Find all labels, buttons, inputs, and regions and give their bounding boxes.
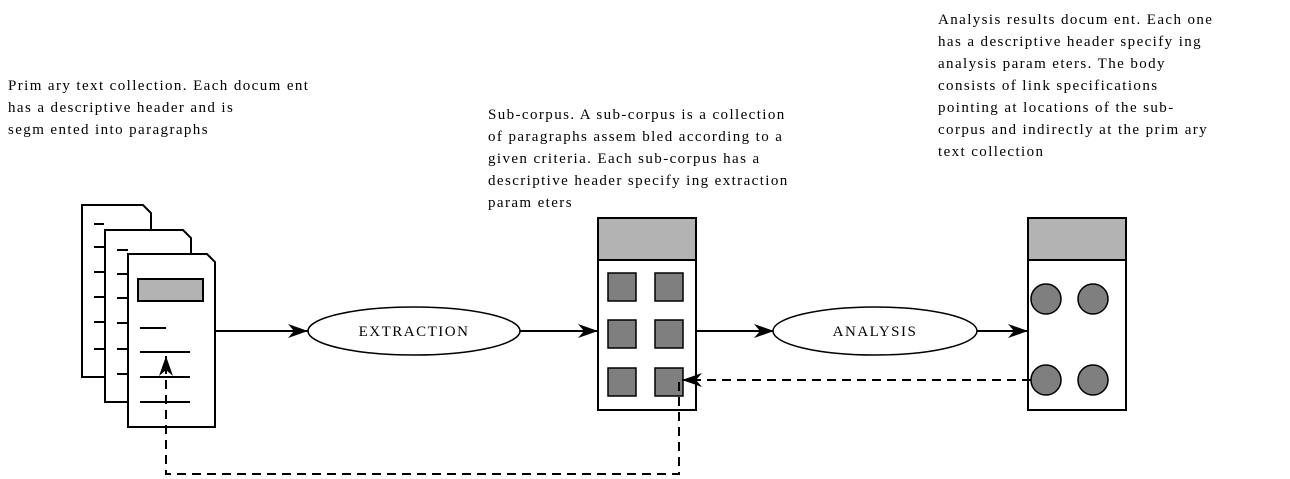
results-header (1027, 217, 1127, 261)
primary-collection-caption: Prim ary text collection. Each docum ent… (8, 78, 310, 138)
subcorpus-header (597, 217, 697, 261)
analysis-results-caption: Analysis results docum ent. Each one has… (938, 12, 1214, 160)
primary-document-stack (81, 204, 216, 428)
analysis-label: ANALYSIS (833, 324, 918, 340)
link-spec-circles (1030, 283, 1109, 396)
analysis-results-document (1027, 217, 1127, 411)
analysis-process: ANALYSIS (772, 306, 978, 356)
subcorpus-caption: Sub-corpus. A sub-corpus is a collection… (488, 107, 789, 211)
extraction-process: EXTRACTION (307, 306, 521, 356)
extraction-label: EXTRACTION (359, 324, 470, 340)
subcorpus-document (597, 217, 697, 411)
document-header-block (137, 278, 204, 302)
paragraph-cells (607, 272, 684, 397)
subcorpus-to-collection-link (159, 356, 680, 475)
front-page (127, 253, 216, 428)
